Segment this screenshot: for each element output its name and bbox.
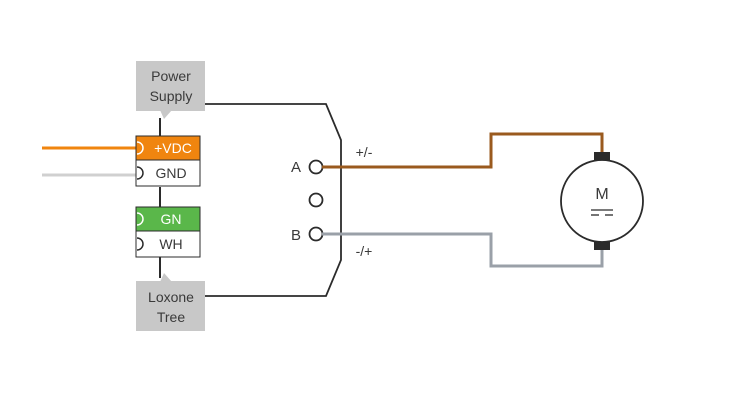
terminal-wh-label: WH <box>159 236 182 252</box>
terminal-gn: GN <box>135 206 201 232</box>
module-outline <box>205 103 342 297</box>
loxone-tree-callout: Loxone Tree <box>136 273 205 331</box>
power-supply-label-2: Supply <box>150 88 193 104</box>
pin-middle-terminal <box>308 192 324 208</box>
dc-symbol-icon <box>591 209 613 216</box>
pin-a-label: A <box>291 159 301 176</box>
loxone-tree-label-1: Loxone <box>148 289 194 305</box>
terminal-gnd: GND <box>135 159 201 187</box>
wire-b-to-motor <box>322 232 604 268</box>
motor-terminal-bottom <box>594 241 610 250</box>
loxone-tree-label-2: Tree <box>157 309 185 325</box>
power-supply-label-1: Power <box>151 68 191 84</box>
motor-terminal-top <box>594 152 610 161</box>
terminal-gn-label: GN <box>161 211 182 227</box>
polarity-top-label: +/- <box>356 144 373 160</box>
pin-b-terminal <box>308 226 324 242</box>
terminal-wh: WH <box>135 230 201 258</box>
dc-motor: M <box>560 152 644 250</box>
terminal-vdc: +VDC <box>135 135 201 161</box>
polarity-bottom-label: -/+ <box>356 243 373 259</box>
motor-label: M <box>595 186 608 203</box>
terminal-gnd-label: GND <box>155 165 186 181</box>
pin-b-label: B <box>291 227 301 244</box>
terminal-vdc-label: +VDC <box>154 140 192 156</box>
motor-body <box>560 159 644 243</box>
power-supply-callout: Power Supply <box>136 61 205 119</box>
wire-a-to-motor <box>322 132 604 169</box>
pin-a-terminal <box>308 159 324 175</box>
